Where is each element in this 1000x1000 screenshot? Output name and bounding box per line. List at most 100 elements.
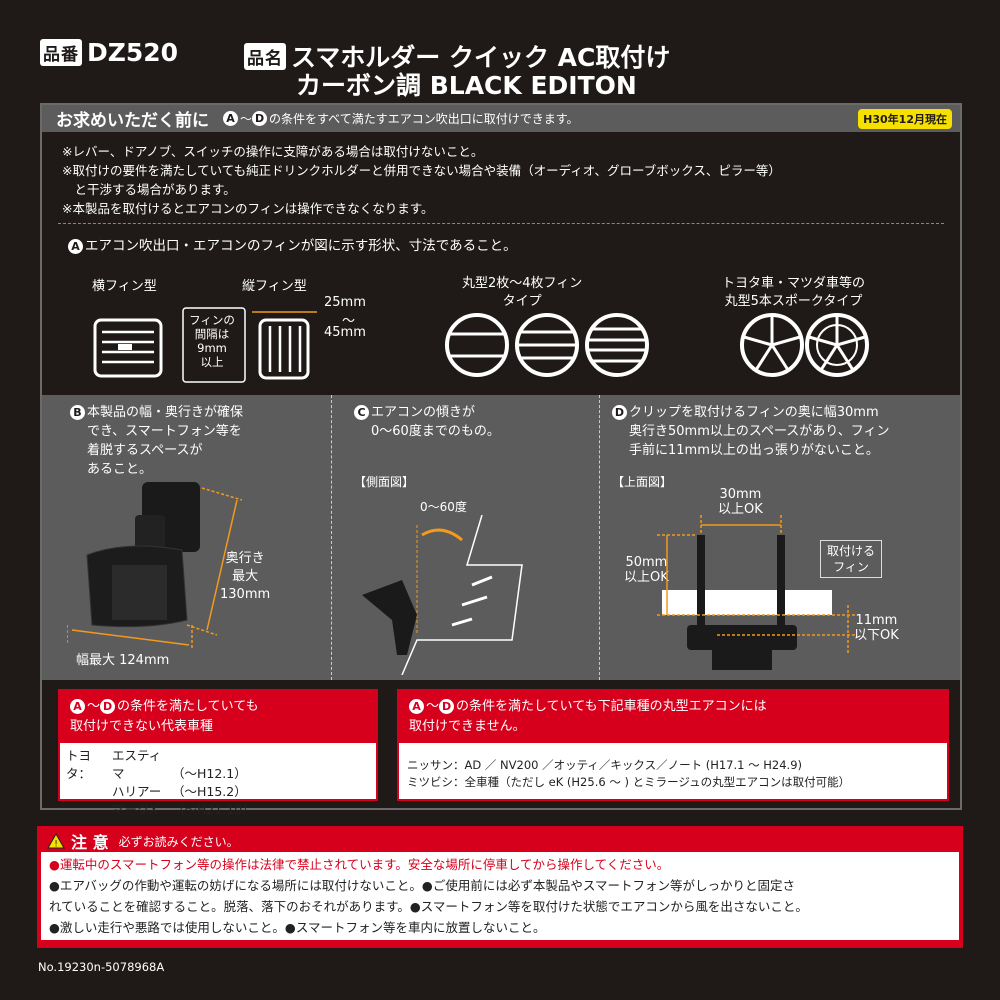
t: 50mm (625, 555, 668, 570)
gap-line: 9mm (197, 341, 227, 355)
date-badge: H30年12月現在 (858, 109, 952, 129)
note: ※取付けの要件を満たしていても純正ドリンクホルダーと併用できない場合や装備（オー… (62, 163, 781, 178)
panel-title: お求めいただく前に (56, 111, 209, 131)
t: クリップを取付けるフィンの奥に幅30mm (629, 405, 879, 420)
section-a-desc: エアコン吹出口・エアコンのフィンが図に示す形状、寸法であること。 (85, 238, 517, 254)
round-fin-title: 丸型2枚〜4枚フィンタイプ (462, 275, 582, 311)
vertical-vent-icon (258, 318, 310, 380)
t: 取付けできない代表車種 (70, 719, 214, 734)
panel-header: お求めいただく前に A〜D の条件をすべて満たすエアコン吹出口に取付けできます。… (42, 105, 960, 132)
side-view-label: 【側面図】 (354, 475, 415, 489)
notes: ※レバー、ドアノブ、スイッチの操作に支障がある場合は取付けないこと。 ※取付けの… (62, 142, 781, 218)
name-label: 品名 (244, 42, 286, 70)
panel-subtitle: の条件をすべて満たすエアコン吹出口に取付けできます。 (269, 112, 579, 126)
range-top: 25mm (324, 295, 366, 310)
model-row: ミツビシ：全車種（ただし eK (H25.6 〜 ) とミラージュの丸型エアコン… (407, 775, 851, 789)
t: 取付けできません。 (409, 719, 526, 734)
gap-line: フィンの (189, 313, 235, 327)
letter-d-icon: D (439, 699, 455, 714)
caution-line: ●運転中のスマートフォン等の操作は法律で禁止されています。安全な場所に停車してか… (49, 857, 670, 872)
divider (599, 395, 600, 680)
tilde: 〜 (87, 699, 101, 714)
letter-d-icon: D (612, 405, 627, 420)
name-line1: スマホルダー クイック AC取付け (291, 43, 671, 72)
model-row: トヨタ：エスティマ（〜H12.1） (66, 747, 370, 783)
t: 以上OK (624, 570, 669, 585)
caution-subtitle: 必ずお読みください。 (118, 834, 239, 849)
t: でき、スマートフォン等を (87, 424, 242, 439)
top-view-label: 【上面図】 (612, 475, 673, 489)
t: フィン (833, 560, 869, 574)
top-view-diagram (657, 515, 857, 670)
gap-line: 以上 (200, 355, 224, 369)
model-row: ニッサン：AD ／ NV200 ／オッティ／キックス／ノート (H17.1 〜 … (407, 758, 803, 772)
range-bottom: 45mm (324, 325, 366, 340)
t: 着脱するスペースが (87, 443, 203, 458)
t: トヨタ車・マツダ車等の (722, 276, 866, 291)
horizontal-fin-label: 横フィン型 (92, 279, 157, 294)
caution-box: ! 注 意 必ずお読みください。 ●運転中のスマートフォン等の操作は法律で禁止さ… (37, 826, 963, 948)
width-label: 幅最大 124mm (76, 653, 170, 668)
requirements-panel: お求めいただく前に A〜D の条件をすべて満たすエアコン吹出口に取付けできます。… (40, 103, 962, 817)
caution-line: ●激しい走行や悪路では使用しないこと。●スマートフォン等を車内に放置しないこと。 (49, 920, 546, 935)
range-sep: 〜 (342, 314, 356, 329)
model-row: ハリアー （〜H15.2） (66, 783, 370, 801)
t: あること。 (87, 462, 153, 477)
note: と干渉する場合があります。 (62, 182, 236, 197)
period: （〜H21.10） (172, 802, 255, 817)
t: 本製品の幅・奥行きが確保 (87, 405, 244, 420)
fin-label: 取付けるフィン (820, 540, 883, 578)
t: 130mm (220, 587, 271, 602)
spoke-title: トヨタ車・マツダ車等の丸型5本スポークタイプ (722, 275, 865, 311)
t: の条件を満たしていても下記車種の丸型エアコンには (456, 699, 767, 714)
model-row: マークX（〜H21.10） (66, 801, 370, 819)
letter-d-icon: D (100, 699, 116, 714)
t: の条件を満たしていても (117, 699, 259, 714)
t: 丸型5本スポークタイプ (724, 294, 863, 309)
svg-text:!: ! (54, 840, 58, 850)
letter-a-icon: A (68, 239, 83, 254)
t: 手前に11mm以上の出っ張りがないこと。 (629, 443, 879, 458)
holder-product-image (67, 482, 243, 650)
t: 丸型2枚〜4枚フィン (462, 276, 583, 291)
t: 取付ける (827, 544, 876, 558)
t: 奥行き (225, 551, 265, 566)
side-view-diagram (362, 515, 523, 675)
product-name: 品名 スマホルダー クイック AC取付け (244, 38, 670, 74)
fin-type-diagrams (93, 307, 317, 383)
vertical-fin-label: 縦フィン型 (242, 279, 307, 294)
part-no-label: 品番 (40, 39, 82, 66)
t: 11mm (855, 613, 898, 628)
model: エスティマ (112, 748, 162, 781)
letter-a-icon: A (409, 699, 424, 714)
t: エアコンの傾きが (371, 405, 476, 420)
part-no: DZ520 (87, 38, 179, 67)
divider (331, 395, 332, 680)
note: ※レバー、ドアノブ、スイッチの操作に支障がある場合は取付けないこと。 (62, 144, 484, 159)
round-vent-diagrams (445, 313, 869, 377)
t: 以下OK (854, 628, 899, 643)
angle-label: 0〜60度 (420, 500, 467, 514)
letter-c-icon: C (354, 405, 369, 420)
letter-d-icon: D (252, 111, 268, 126)
caution-line: れていることを確認すること。脱落、落下のおそれがあります。●スマートフォン等を取… (49, 899, 808, 914)
warning-icon: ! (47, 833, 65, 849)
t: 以上OK (718, 502, 763, 517)
caution-line: ●エアバッグの作動や運転の妨げになる場所には取付けないこと。●ご使用前には必ず本… (49, 878, 795, 893)
period: （〜H15.2） (172, 784, 247, 799)
model: ハリアー (112, 784, 162, 799)
part-number: 品番 DZ520 (40, 38, 178, 67)
period: （〜H12.1） (172, 766, 247, 781)
gap-line: 間隔は (194, 327, 230, 341)
product-code: No.19230n-5078968A (38, 960, 165, 974)
